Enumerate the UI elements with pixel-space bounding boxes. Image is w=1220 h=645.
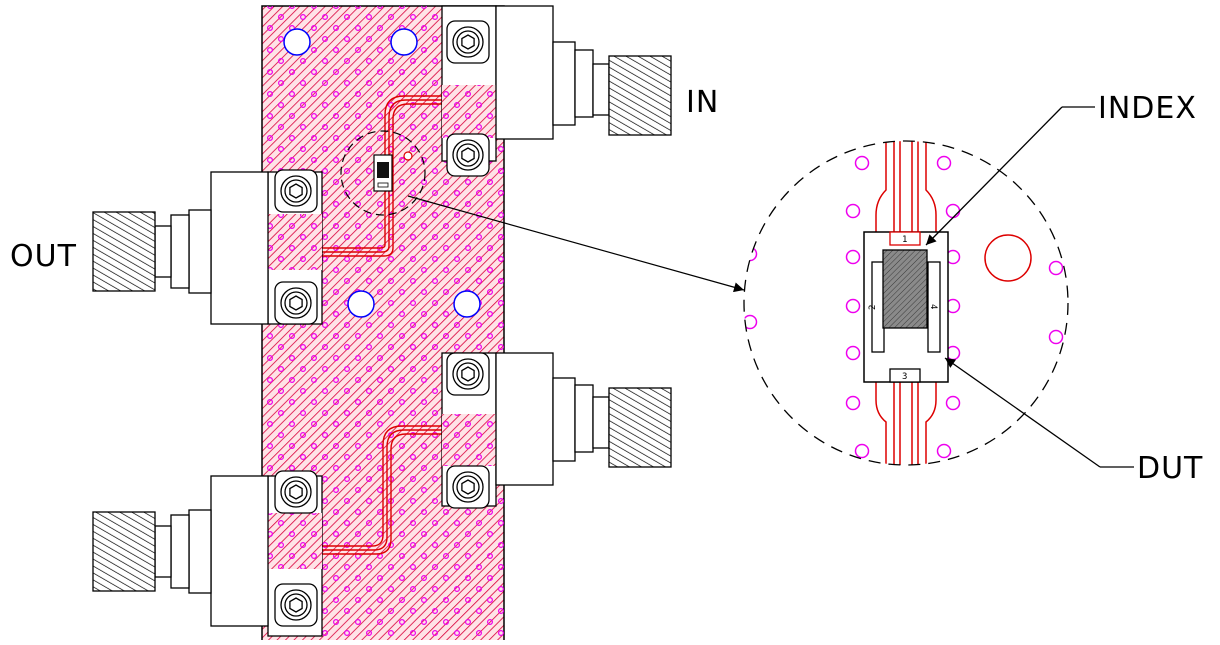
via-icon xyxy=(1048,260,1064,276)
via-icon xyxy=(945,395,961,411)
via-icon xyxy=(845,203,861,219)
hex-screw-icon xyxy=(274,281,318,325)
dut-package-icon xyxy=(373,151,413,192)
zoom-detail-view: 1 2 3 4 xyxy=(743,140,1069,466)
zoom-leader-line xyxy=(407,195,745,293)
hex-screw-icon xyxy=(274,583,318,627)
via-icon xyxy=(945,203,961,219)
hex-screw-icon xyxy=(446,352,490,396)
via-icon xyxy=(744,314,758,330)
via-icon xyxy=(845,345,861,361)
mounting-hole-icon xyxy=(283,28,481,318)
hex-screw-icon xyxy=(274,169,318,213)
hex-screw-icon xyxy=(274,20,490,627)
hex-screw-icon xyxy=(446,465,490,509)
via-icon xyxy=(845,249,861,265)
dut-callout: DUT xyxy=(944,357,1203,486)
via-icon xyxy=(936,155,952,171)
via-icon xyxy=(845,395,861,411)
via-icon xyxy=(936,443,952,459)
pin-4-label: 4 xyxy=(928,304,938,309)
via-icon xyxy=(1048,329,1064,345)
index-callout: INDEX xyxy=(925,91,1197,246)
hex-screw-icon xyxy=(446,20,490,64)
sma-connector-icon xyxy=(92,171,323,325)
via-icon xyxy=(845,298,861,314)
via-icon xyxy=(854,443,870,459)
via-icon xyxy=(854,155,870,171)
lower-rf-trace xyxy=(262,425,500,555)
out-label: OUT xyxy=(10,239,77,274)
hex-screw-icon xyxy=(446,133,490,177)
in-label: IN xyxy=(686,85,719,120)
sma-connector-icon xyxy=(441,352,672,507)
pin-3-label: 3 xyxy=(902,372,907,382)
via-icon xyxy=(744,246,758,262)
hex-screw-icon xyxy=(274,470,318,514)
pin-2-label: 2 xyxy=(868,305,878,310)
detail-marker-circle xyxy=(340,130,426,216)
dut-label: DUT xyxy=(1137,451,1203,486)
pin-1-label: 1 xyxy=(902,235,907,245)
dut-detail-icon: 1 2 3 4 xyxy=(863,231,949,383)
index-label: INDEX xyxy=(1098,91,1197,126)
